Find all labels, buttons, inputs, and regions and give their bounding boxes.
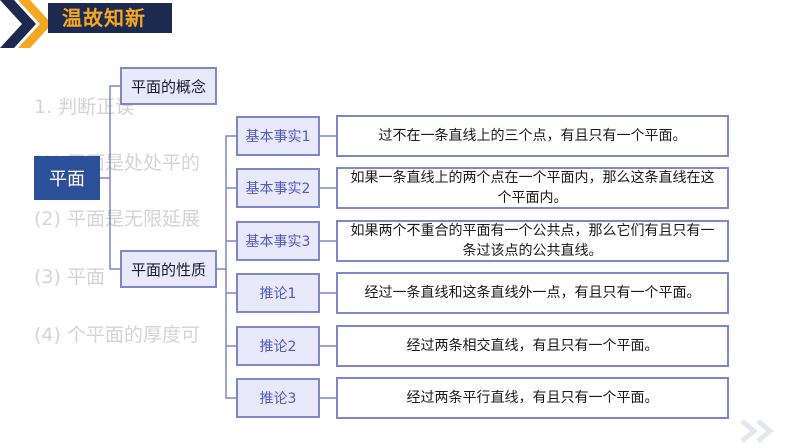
fact-1-label: 基本事实1 (236, 116, 320, 156)
fact-2-description: 如果一条直线上的两个点在一个平面内，那么这条直线在这个平面内。 (336, 167, 729, 209)
background-text-3: (2) 平面是无限延展 (34, 208, 200, 230)
header-chevron-icon (0, 0, 52, 48)
page-title: 温故知新 (62, 6, 146, 30)
corollary-3-description: 经过两条平行直线，有且只有一个平面。 (336, 377, 729, 419)
fact-1-description: 过不在一条直线上的三个点，有且只有一个平面。 (336, 115, 729, 157)
background-text-5: (4) 个平面的厚度可 (34, 324, 200, 346)
fact-3-label: 基本事实3 (236, 221, 320, 261)
header-bar (48, 3, 172, 33)
background-text-1: 1. 判断正误 (34, 96, 135, 118)
background-text-4: (3) 平面 (34, 266, 105, 288)
branch-properties: 平面的性质 (120, 250, 217, 288)
corollary-1-label: 推论1 (236, 273, 320, 313)
fact-2-label: 基本事实2 (236, 168, 320, 208)
double-chevron-right-icon (740, 419, 774, 443)
root-node-plane: 平面 (34, 156, 100, 200)
branch-concept: 平面的概念 (120, 67, 217, 105)
corollary-2-description: 经过两条相交直线，有且只有一个平面。 (336, 325, 729, 367)
corollary-2-label: 推论2 (236, 326, 320, 366)
fact-3-description: 如果两个不重合的平面有一个公共点，那么它们有且只有一条过该点的公共直线。 (336, 220, 729, 262)
corollary-3-label: 推论3 (236, 378, 320, 418)
corollary-1-description: 经过一条直线和这条直线外一点，有且只有一个平面。 (336, 272, 729, 314)
